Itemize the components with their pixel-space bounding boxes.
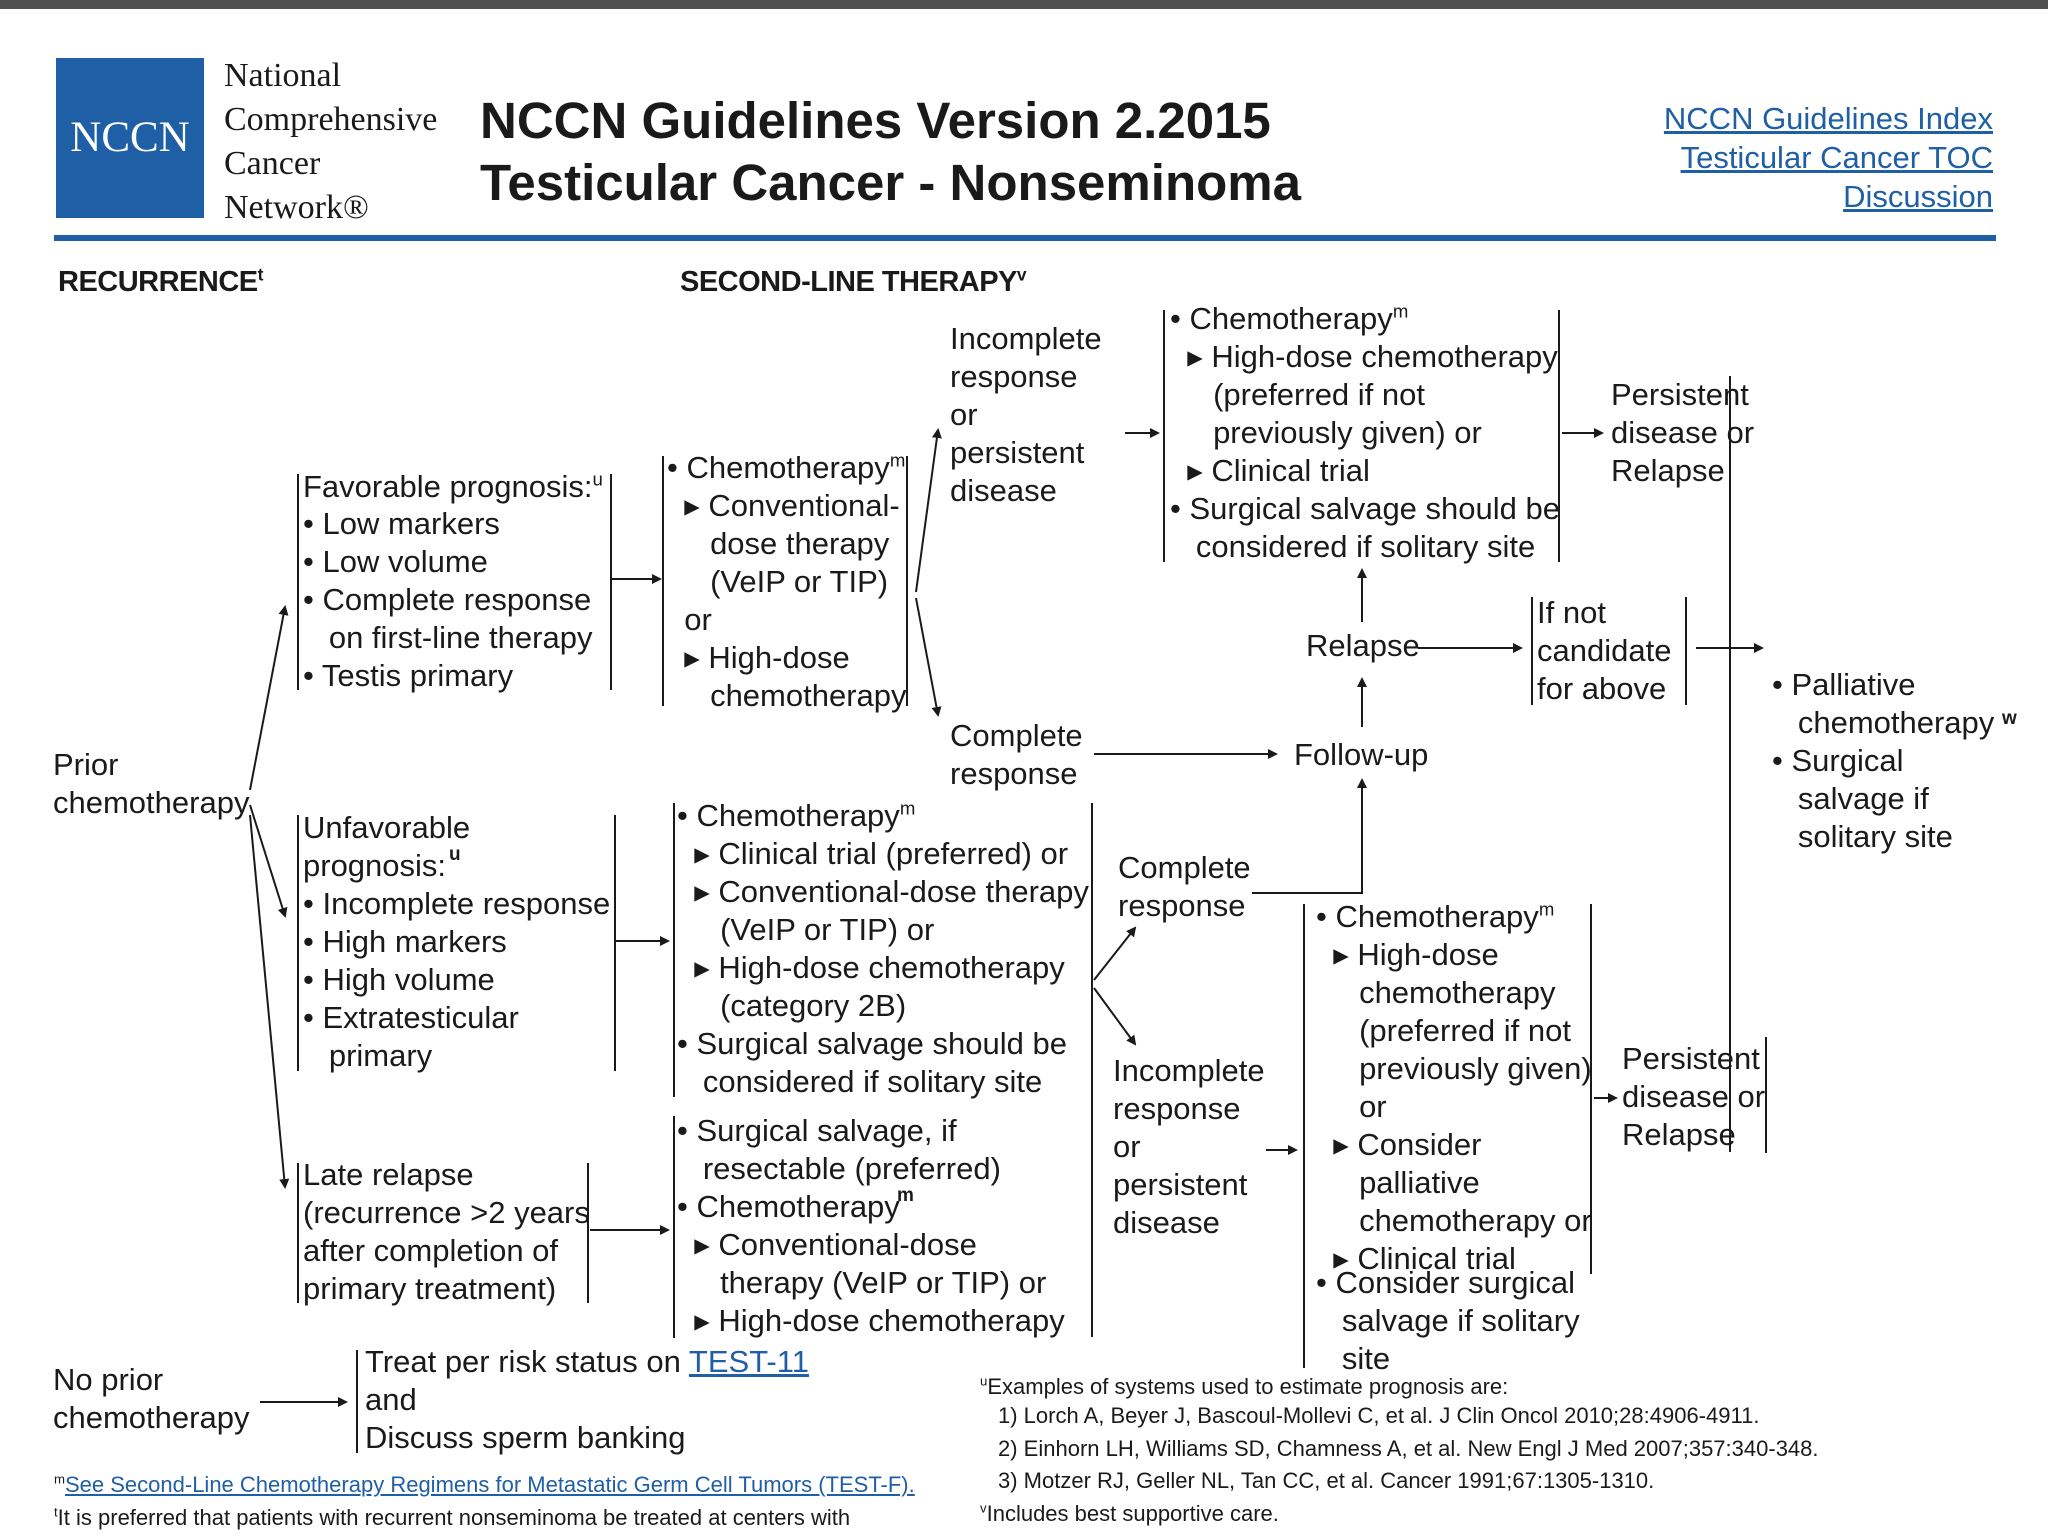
logo-text-comprehensive: Comprehensive xyxy=(224,101,438,138)
unfav-chemo-options: ▸ Clinical trial (preferred) or ▸ Conven… xyxy=(677,836,1089,1099)
bracket-favorable-right xyxy=(610,474,612,690)
if-not-candidate: If not candidate for above xyxy=(1537,595,1672,706)
treat-per-risk: Treat per risk status on TEST-11 xyxy=(365,1344,809,1379)
second-line-header: SECOND-LINE THERAPYv xyxy=(680,264,1027,298)
bracket-hdchemo-left xyxy=(1163,310,1165,562)
relapse-node: Relapse xyxy=(1306,628,1420,663)
regimens-link[interactable]: See Second-Line Chemotherapy Regimens fo… xyxy=(65,1472,915,1497)
recurrence-header: RECURRENCEt xyxy=(58,264,263,298)
unfavorable-title: Unfavorable prognosis: xyxy=(303,810,471,883)
bracket-palliative-left xyxy=(1729,376,1731,1152)
footnote-v: vIncludes best supportive care. xyxy=(980,1500,1279,1526)
logo-text-network: Network® xyxy=(224,189,369,226)
logo-text-national: National xyxy=(224,57,342,94)
bracket-ifnot-left xyxy=(1531,597,1533,705)
footnote-t: tIt is preferred that patients with recu… xyxy=(54,1504,851,1530)
late-options: • Surgical salvage, if resectable (prefe… xyxy=(677,1113,1001,1224)
no-prior-chemo-node: No prior chemotherapy xyxy=(53,1362,250,1435)
bracket-favchemo-right xyxy=(906,456,908,706)
pall-surgical-salvage: • Consider surgical salvage if solitary … xyxy=(1316,1265,1580,1376)
bracket-unfav-left xyxy=(297,815,299,1071)
guidelines-index-link[interactable]: NCCN Guidelines Index xyxy=(1663,101,1993,136)
sperm-banking: and Discuss sperm banking xyxy=(365,1382,686,1455)
footnote-ref-3: 3) Motzer RJ, Geller NL, Tan CC, et al. … xyxy=(998,1468,1655,1493)
bracket-treat-left xyxy=(356,1350,358,1453)
nccn-logo: NCCN xyxy=(56,58,204,218)
arrow-complete2-followup xyxy=(1252,778,1367,894)
toc-link[interactable]: Testicular Cancer TOC xyxy=(1680,140,1993,175)
pall-chemo-options: ▸ High-dose chemotherapy (preferred if n… xyxy=(1333,937,1592,1276)
late-chemo-options: ▸ Conventional-dose therapy (VeIP or TIP… xyxy=(694,1227,1065,1338)
discussion-link[interactable]: Discussion xyxy=(1843,179,1993,214)
incomplete-response-1: Incomplete response or persistent diseas… xyxy=(950,321,1102,508)
unfav-chemo-title: • Chemotherapym xyxy=(677,797,916,833)
header-divider xyxy=(54,235,1996,241)
unfavorable-criteria: • Incomplete response • High markers • H… xyxy=(303,886,611,1073)
hd-chemo-title: • Chemotherapym xyxy=(1170,300,1409,336)
late-relapse-node: Late relapse (recurrence >2 years after … xyxy=(303,1157,590,1306)
page-subtitle: Testicular Cancer - Nonseminoma xyxy=(480,154,1301,211)
pall-chemo-title: • Chemotherapym xyxy=(1316,898,1555,934)
arrow-fav-complete xyxy=(915,597,942,717)
bracket-unfav-right xyxy=(614,815,616,1071)
favorable-criteria: • Low markers • Low volume • Complete re… xyxy=(303,506,593,693)
arrow-fav-incomplete xyxy=(915,428,942,593)
arrow-prior-late xyxy=(249,814,290,1189)
top-bar xyxy=(0,0,2048,9)
persistent-relapse-2: Persistent disease or Relapse xyxy=(1622,1041,1766,1152)
fav-chemo-options: ▸ Conventional- dose therapy (VeIP or TI… xyxy=(684,488,907,713)
page-title: NCCN Guidelines Version 2.2015 xyxy=(480,92,1271,149)
bracket-pallchemo-left xyxy=(1303,904,1305,1368)
logo-abbr: NCCN xyxy=(70,114,190,161)
palliative-options: • Palliative chemotherapy • Surgical sal… xyxy=(1772,667,1995,854)
incomplete-response-2: Incomplete response or persistent diseas… xyxy=(1113,1053,1265,1240)
arrow-unfav-complete xyxy=(1093,926,1137,981)
unfavorable-sup: u xyxy=(449,844,461,865)
bracket-favorable-left xyxy=(297,474,299,690)
fav-chemo-title: • Chemotherapym xyxy=(667,449,906,485)
footnote-ref-2: 2) Einhorn LH, Williams SD, Chamness A, … xyxy=(998,1436,1819,1461)
favorable-title: Favorable prognosis:u xyxy=(303,468,603,504)
arrow-prior-favorable xyxy=(249,605,289,791)
palliative-sup: w xyxy=(2002,708,2017,729)
bracket-pallchemo-right xyxy=(1590,904,1592,1274)
arrow-prior-unfavorable xyxy=(249,804,288,918)
footnote-u: uExamples of systems used to estimate pr… xyxy=(980,1373,1509,1399)
bracket-unfavchemo-left xyxy=(673,803,675,1097)
footnote-ref-1: 1) Lorch A, Beyer J, Bascoul-Mollevi C, … xyxy=(998,1403,1760,1428)
late-sup: m xyxy=(897,1185,914,1206)
bracket-unfavchemo-right xyxy=(1091,803,1093,1337)
complete-response-2: Complete response xyxy=(1118,850,1251,923)
complete-response-1: Complete response xyxy=(950,718,1083,791)
arrow-unfav-incomplete xyxy=(1093,987,1137,1046)
bracket-late-right xyxy=(587,1163,589,1303)
test-11-link[interactable]: TEST-11 xyxy=(688,1344,809,1379)
follow-up-node: Follow-up xyxy=(1294,737,1429,772)
logo-text-cancer: Cancer xyxy=(224,145,321,182)
bracket-lateopts-left xyxy=(673,1116,675,1338)
bracket-favchemo-left xyxy=(662,456,664,706)
footnote-m: mSee Second-Line Chemotherapy Regimens f… xyxy=(54,1471,915,1497)
hd-chemo-options: ▸ High-dose chemotherapy (preferred if n… xyxy=(1170,339,1560,564)
prior-chemo-node: Prior chemotherapy xyxy=(53,747,250,820)
bracket-hdchemo-right xyxy=(1558,310,1560,562)
persistent-relapse-1: Persistent disease or Relapse xyxy=(1611,377,1755,488)
bracket-ifnot-right xyxy=(1685,597,1687,705)
bracket-late-left xyxy=(297,1163,299,1303)
bracket-persistent2-right xyxy=(1765,1037,1767,1153)
